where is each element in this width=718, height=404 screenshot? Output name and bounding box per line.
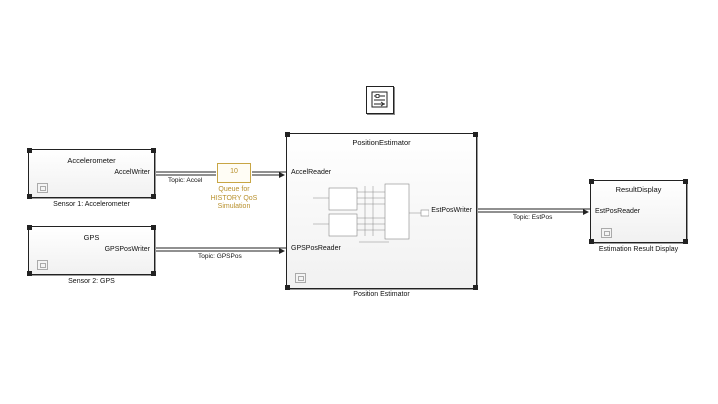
model-reference-icon — [295, 273, 306, 283]
queue-label-line: Queue for — [218, 186, 250, 193]
block-title: ResultDisplay — [615, 185, 662, 194]
accel-signal-line[interactable] — [155, 171, 286, 178]
corner — [151, 148, 156, 153]
result-display-block[interactable]: ResultDisplay EstPosReader — [589, 179, 688, 244]
queue-label-line: Simulation — [217, 203, 251, 210]
output-port-label: AccelWriter — [114, 169, 150, 176]
corner — [151, 194, 156, 199]
queue-length: 10 — [230, 168, 238, 175]
block-title: GPS — [83, 233, 100, 242]
block-caption: Sensor 2: GPS — [68, 278, 115, 285]
queue-label-line: HISTORY QoS — [210, 194, 258, 202]
block-caption: Sensor 1: Accelerometer — [53, 201, 130, 208]
corner — [589, 179, 594, 184]
corner — [683, 239, 688, 244]
gps-signal-line[interactable] — [155, 247, 286, 254]
corner — [285, 132, 290, 137]
corner — [27, 271, 32, 276]
corner — [151, 271, 156, 276]
corner — [27, 194, 32, 199]
subsystem-preview-icon — [313, 183, 429, 243]
estpos-signal-label: Topic: EstPos — [513, 214, 553, 221]
output-port-label: GPSPosWriter — [104, 246, 150, 253]
corner — [473, 285, 478, 290]
block-caption: Position Estimator — [353, 291, 410, 298]
block-title: Accelerometer — [67, 156, 116, 165]
block-title: PositionEstimator — [352, 138, 411, 147]
gps-signal-label: Topic: GPSPos — [198, 253, 242, 260]
signal-routing-toolbox-icon[interactable] — [366, 86, 394, 114]
corner — [589, 239, 594, 244]
corner — [285, 285, 290, 290]
queue-block[interactable]: 10 — [217, 163, 251, 183]
model-reference-icon — [601, 228, 612, 238]
queue-label: Queue for HISTORY QoS Simulation — [205, 186, 263, 212]
input-port-label: EstPosReader — [595, 208, 641, 215]
corner — [27, 148, 32, 153]
accelerometer-block[interactable]: Accelerometer AccelWriter — [27, 148, 156, 199]
block-caption: Estimation Result Display — [598, 246, 679, 253]
corner — [683, 179, 688, 184]
estpos-signal-line[interactable] — [477, 208, 590, 215]
corner — [27, 225, 32, 230]
gps-block[interactable]: GPS GPSPosWriter — [27, 225, 156, 276]
model-reference-icon — [37, 260, 48, 270]
input-port-label: AccelReader — [291, 169, 332, 176]
accel-signal-label: Topic: Accel — [168, 177, 203, 184]
corner — [151, 225, 156, 230]
model-reference-icon — [37, 183, 48, 193]
corner — [473, 132, 478, 137]
input-port-label: GPSPosReader — [291, 245, 341, 252]
position-estimator-block[interactable]: PositionEstimator AccelReader GPSPosRead… — [285, 132, 478, 290]
output-port-label: EstPosWriter — [431, 207, 472, 214]
